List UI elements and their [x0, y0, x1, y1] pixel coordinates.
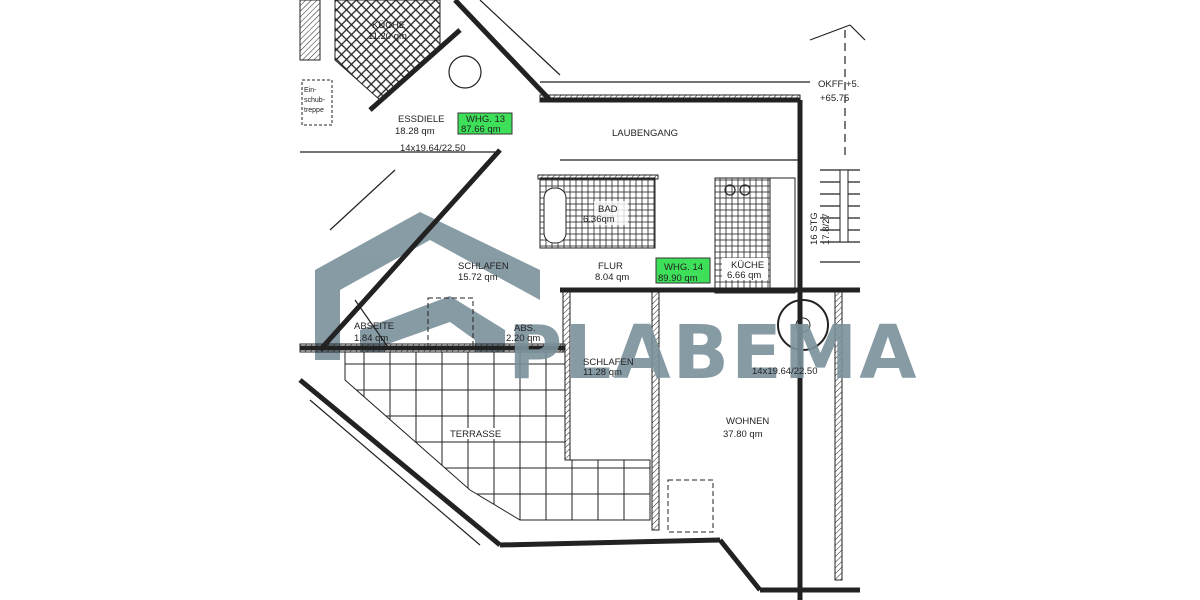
dimension-note: 14x19.64/22.50: [752, 366, 818, 377]
dimension-note: 14x19.64/22.50: [400, 143, 466, 154]
watermark-house-logo: [315, 212, 540, 360]
stairs-steps: 16 STG: [809, 212, 820, 245]
room-label: KÜCHE: [731, 260, 764, 271]
bathtub-icon: [543, 187, 567, 244]
room-label: ESSDIELE: [398, 114, 444, 125]
attic-ladder-label: treppe: [304, 107, 324, 114]
room-area: 2.20 qm: [506, 333, 540, 344]
attic-ladder-label: Ein-: [304, 87, 317, 94]
unit-area: 87.66 qm: [461, 124, 501, 135]
room-area: 6.36qm: [583, 214, 615, 225]
staircase: [820, 169, 860, 263]
room-area: 11.28 qm: [583, 367, 622, 378]
level-height: +65.75: [820, 93, 849, 104]
room-label: ABSEITE: [354, 321, 394, 332]
room-label: SCHLAFEN: [583, 357, 634, 368]
room-label: FLUR: [598, 261, 623, 272]
unit-14-badge: [655, 257, 711, 284]
kitchen-13-floor: [334, 0, 441, 101]
stairs-rise-run: 17.8/27: [821, 213, 832, 245]
unit-area: 89.90 qm: [658, 273, 698, 284]
room-label: WOHNEN: [726, 416, 769, 427]
room-label: SCHLAFEN: [458, 261, 509, 272]
room-label: BAD: [598, 204, 618, 215]
room-area: 6.66 qm: [727, 270, 761, 281]
room-area: 15.72 qm: [458, 272, 498, 283]
room-area: 1.84 qm: [354, 333, 388, 344]
unit-label: WHG. 14: [664, 262, 703, 273]
unit-label: WHG. 13: [466, 114, 505, 125]
dining-table-icon: [448, 55, 482, 89]
room-label: ABS.: [514, 323, 536, 334]
room-label: LAUBENGANG: [612, 128, 678, 139]
spiral-staircase-icon: [777, 299, 829, 351]
room-area: 37.80 qm: [723, 429, 763, 440]
room-area: 11.20 qm: [368, 31, 407, 42]
attic-ladder-label: schub-: [304, 97, 326, 104]
level-okff: OKFF +5.: [818, 79, 859, 90]
room-label: TERRASSE: [450, 429, 501, 440]
unit-13-badge: [457, 112, 513, 135]
room-area: 8.04 qm: [595, 272, 629, 283]
watermark-text: PLABEMA: [508, 310, 919, 396]
room-area: 18.28 qm: [395, 126, 435, 137]
room-label: KÜCHE: [372, 20, 405, 31]
attic-ladder-box: [301, 79, 333, 126]
